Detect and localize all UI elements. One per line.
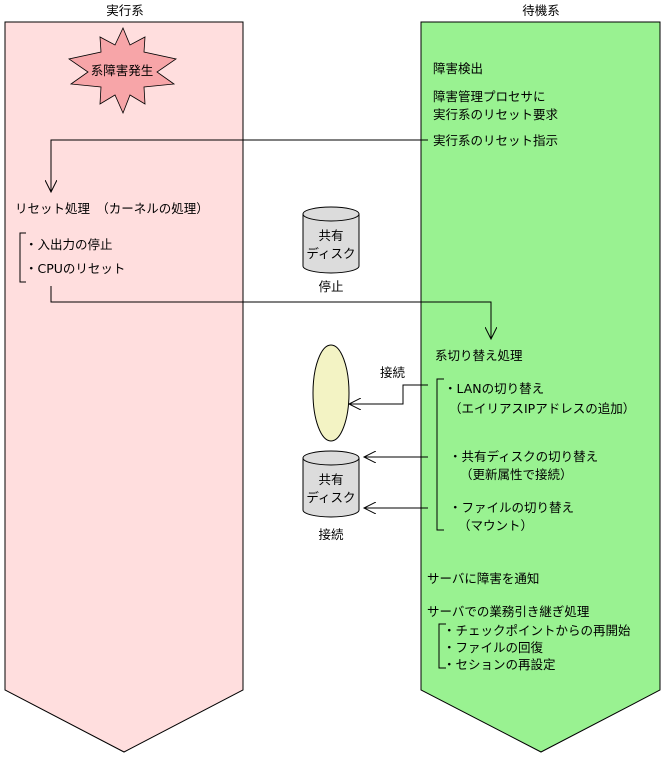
reset-request-line2: 実行系のリセット要求: [433, 107, 559, 122]
shared-disk-connected-status: 接続: [318, 527, 344, 542]
shared-disk-stopped-label2: ディスク: [306, 246, 355, 261]
standby-system-column: [420, 21, 661, 753]
reset-items-bracket: [19, 232, 26, 283]
reset-request-line1: 障害管理プロセサに: [433, 89, 546, 104]
takeover-item-session-reset: ・セションの再設定: [443, 657, 556, 672]
notify-server-step: サーバに障害を通知: [427, 571, 539, 586]
disk-switch-line2: （更新属性で接続）: [460, 467, 573, 482]
shared-disk-stopped-label1: 共有: [318, 228, 343, 243]
reset-instruction-arrow: [51, 139, 428, 192]
lan-connect-arrow: [349, 384, 428, 404]
standby-column-label: 待機系: [522, 3, 560, 18]
lan-adapter-ellipse: [312, 344, 350, 442]
switchover-bracket: [436, 378, 444, 531]
failure-burst-icon: [68, 27, 177, 115]
connect-label: 接続: [380, 365, 406, 380]
reset-complete-arrow: [50, 286, 491, 339]
shared-disk-connected-label2: ディスク: [306, 490, 355, 505]
shared-disk-stopped-status: 停止: [318, 279, 343, 294]
failure-burst-label: 系障害発生: [91, 63, 154, 78]
shared-disk-connected-label1: 共有: [318, 472, 343, 487]
takeover-bracket: [438, 623, 446, 669]
takeover-item-file-recovery: ・ファイルの回復: [443, 640, 544, 655]
takeover-item-checkpoint: ・チェックポイントからの再開始: [443, 623, 631, 638]
active-system-column: [4, 21, 244, 753]
switchover-title: 系切り替え処理: [435, 348, 523, 363]
lan-switch-line1: ・LANの切り替え: [444, 381, 544, 396]
shared-disk-stopped: [302, 206, 360, 274]
file-switch-line1: ・ファイルの切り替え: [449, 500, 574, 515]
reset-instruction-step: 実行系のリセット指示: [433, 133, 558, 148]
lan-switch-line2: （エイリアスIPアドレスの追加）: [449, 401, 635, 416]
disk-switch-line1: ・共有ディスクの切り替え: [449, 449, 598, 464]
file-switch-line2: （マウント）: [458, 518, 533, 533]
takeover-title: サーバでの業務引き継ぎ処理: [427, 604, 590, 619]
reset-item-io-stop: ・入出力の停止: [25, 237, 113, 252]
detect-step: 障害検出: [433, 61, 483, 76]
reset-item-cpu-reset: ・CPUのリセット: [25, 261, 125, 276]
reset-processing-title: リセット処理 （カーネルの処理）: [15, 201, 209, 216]
active-column-label: 実行系: [106, 3, 144, 18]
shared-disk-connected: [302, 450, 360, 518]
